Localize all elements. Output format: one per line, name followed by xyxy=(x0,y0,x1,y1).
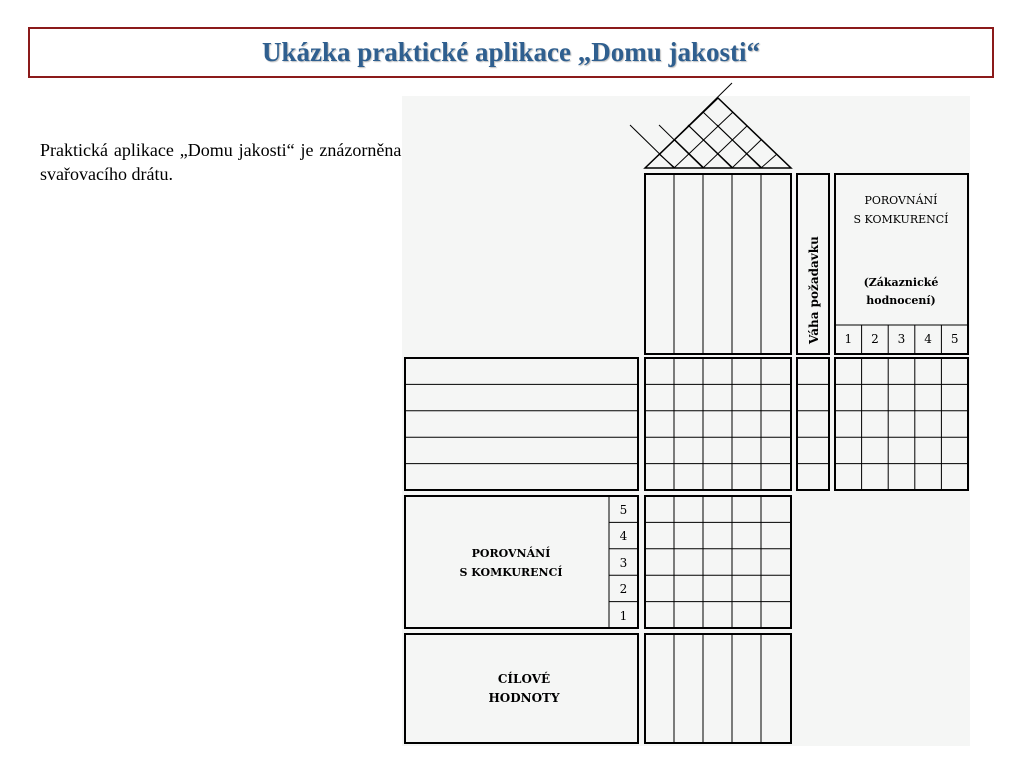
rating-scale-label: 2 xyxy=(871,332,879,346)
technical-scale-label: 1 xyxy=(620,609,628,623)
technical-comparison-line2: S KOMKURENCÍ xyxy=(459,565,562,579)
customer-comparison-header xyxy=(834,173,969,355)
customer-comparison-grid xyxy=(834,357,969,491)
technical-comparison-line1: POROVNÁNÍ xyxy=(472,546,551,560)
rating-scale-label: 1 xyxy=(844,332,852,346)
technical-comparison-grid xyxy=(644,495,792,629)
roof-lattice xyxy=(645,98,791,168)
rating-scale-label: 5 xyxy=(951,332,959,346)
relationship-matrix xyxy=(644,357,792,491)
target-values-line1: CÍLOVÉ xyxy=(498,671,550,686)
target-values-box xyxy=(404,633,639,744)
house-of-quality-panel xyxy=(402,96,970,746)
title-box: Ukázka praktické aplikace „Domu jakosti“ xyxy=(28,27,994,78)
page-title: Ukázka praktické aplikace „Domu jakosti“ xyxy=(261,37,761,67)
roof-correlation-matrix xyxy=(629,82,793,169)
target-values-columns xyxy=(644,633,792,744)
rating-scale-label: 4 xyxy=(924,332,932,346)
technical-comparison-box xyxy=(404,495,639,629)
target-values-line2: HODNOTY xyxy=(488,691,560,705)
rating-scale-label: 3 xyxy=(898,332,906,346)
customer-requirements xyxy=(404,357,639,491)
technical-scale-label: 5 xyxy=(620,503,628,517)
customer-comparison-line2: S KOMKURENCÍ xyxy=(853,212,948,226)
technical-characteristics xyxy=(644,173,792,355)
customer-comparison-line3: (Zákaznické xyxy=(864,276,939,289)
requirement-weight-column xyxy=(796,357,830,491)
customer-comparison-line1: POROVNÁNÍ xyxy=(864,193,937,207)
requirement-weight-header xyxy=(796,173,830,355)
customer-comparison-line4: hodnocení) xyxy=(866,294,935,307)
requirement-weight-label: Váha požadavku xyxy=(807,236,821,345)
technical-scale-label: 4 xyxy=(620,529,628,543)
technical-scale-label: 2 xyxy=(620,582,628,596)
technical-scale-label: 3 xyxy=(620,556,628,570)
